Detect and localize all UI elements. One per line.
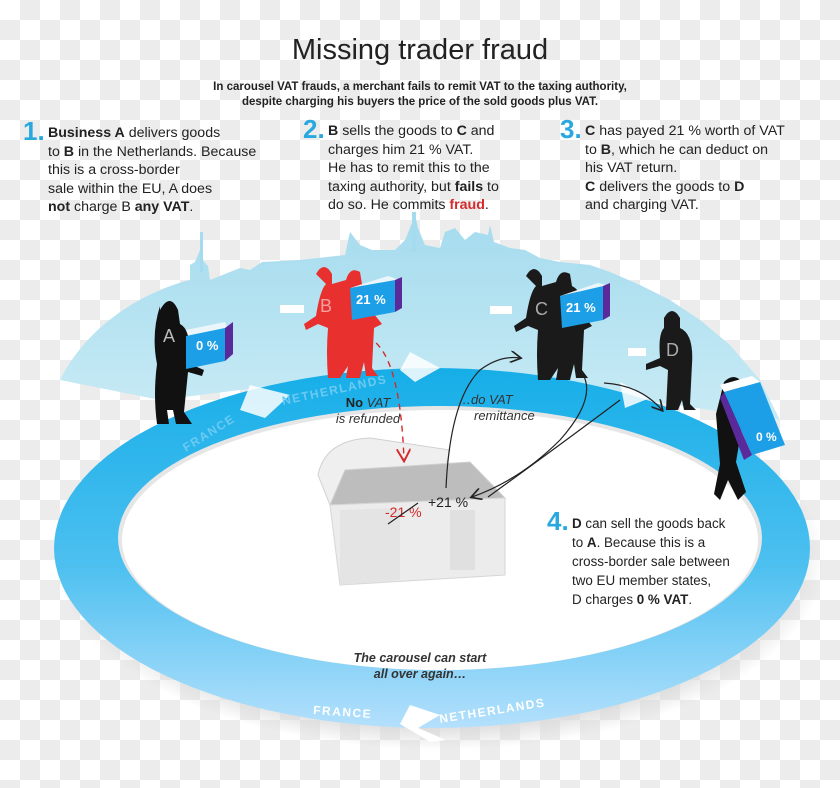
step-4: 4. D can sell the goods back to A. Becaus… [547,508,730,609]
step-line: He has to remit this to the [328,160,490,177]
step-line: to B, which he can deduct on [585,141,768,158]
subtitle: In carousel VAT frauds, a merchant fails… [0,80,840,110]
step-3-text: C has payed 21 % worth of VAT to B, which… [585,122,785,215]
ring-label-france-lower: FRANCE [313,703,373,721]
invoice-d [628,348,646,356]
actor-a: 0 % A [154,301,233,424]
vat-box-c: 21 % [560,283,610,328]
invoice-c [490,306,512,314]
no-vat-rest: VAT [363,395,391,410]
step-line: two EU member states, [572,573,712,588]
step-line: C delivers the goods to D [585,178,745,195]
step-line: sale within the EU, A does [48,180,213,197]
remittance-arrow-secondary [487,399,621,498]
vat-box-carrier: 0 % [720,376,785,460]
carousel-line-2: all over again… [373,667,467,681]
step-2: 2. B sells the goods to C and charges him… [303,116,499,215]
vat-box-b-label: 21 % [356,292,386,307]
chest-plus-label: +21 % [428,494,468,510]
step-2-text: B sells the goods to C and charges him 21… [328,122,499,215]
ring-chevron-separator [400,705,446,742]
actor-a-letter: A [163,326,175,346]
step-3-number: 3. [560,114,582,144]
step-line: this is a cross-border [48,162,180,179]
page-title: Missing trader fraud [291,34,549,66]
chest-minus-label: -21 % [385,504,422,520]
step-line: charges him 21 % VAT. [328,141,474,158]
step-1: 1. Business A delivers goods to B in the … [23,118,256,217]
step-line: C has payed 21 % worth of VAT [585,123,785,139]
subtitle-line-2: despite charging his buyers the price of… [241,96,599,108]
step-1-text: Business A delivers goods to B in the Net… [48,124,256,217]
actor-b-letter: B [320,296,332,316]
step-2-number: 2. [303,114,325,144]
invoice-b [280,305,304,313]
actor-c-letter: C [535,299,548,319]
step-line: D charges 0 % VAT. [572,592,693,607]
step-4-text: D can sell the goods back to A. Because t… [572,514,730,609]
step-line: not charge B any VAT. [48,199,194,216]
vat-remittance-label: …do VAT remittance [458,392,558,424]
subtitle-line-1: In carousel VAT frauds, a merchant fails… [213,81,627,93]
step-3: 3. C has payed 21 % worth of VAT to B, wh… [560,116,785,215]
step-4-number: 4. [547,506,569,536]
step-line: B sells the goods to C and [328,123,495,139]
vat-box-carrier-label: 0 % [756,430,777,444]
ring-chevron-separator [400,352,440,382]
vat-box-a: 0 % [186,322,233,369]
step-1-number: 1. [23,116,45,146]
ring-chevron-separator [240,385,290,418]
arrow-to-d [603,382,662,410]
treasure-chest: -21 % +21 % [317,437,507,586]
city-skyline [60,212,780,420]
step-line: Business A delivers goods [48,125,221,141]
carousel-restart-label: The carousel can start all over again… [330,650,510,682]
vat-box-a-label: 0 % [196,338,219,353]
no-vat-line-2: is refunded [335,411,401,426]
step-line: his VAT return. [585,160,678,177]
actor-d-carrier: 0 % [714,376,785,500]
no-vat-refunded-label: No VAT is refunded [318,395,418,427]
remit-line-2: remittance [474,408,535,423]
ring-chevron-separator [620,382,650,408]
step-line: to A. Because this is a [572,535,706,550]
vat-box-c-label: 21 % [566,300,596,315]
no-refund-arrow [366,336,404,460]
step-line: taxing authority, but fails to [328,178,499,195]
vat-box-b: 21 % [350,276,402,320]
step-line: D can sell the goods back [572,516,726,531]
step-line: to B in the Netherlands. Because [48,143,257,160]
remit-line-1: …do VAT [458,392,513,407]
step-line: do so. He commits fraud. [328,197,489,214]
no-vat-bold: No [345,395,364,410]
step-line: and charging VAT. [585,197,699,214]
remittance-arrow-from-c [472,369,588,497]
carousel-line-1: The carousel can start [353,651,487,665]
actor-c: 21 % C [490,269,610,380]
actor-d: D [628,311,696,410]
step-line: cross-border sale between [572,554,730,569]
actor-d-letter: D [666,340,679,360]
remittance-arrow-to-c [445,358,520,489]
actor-b: 21 % B [280,267,402,378]
